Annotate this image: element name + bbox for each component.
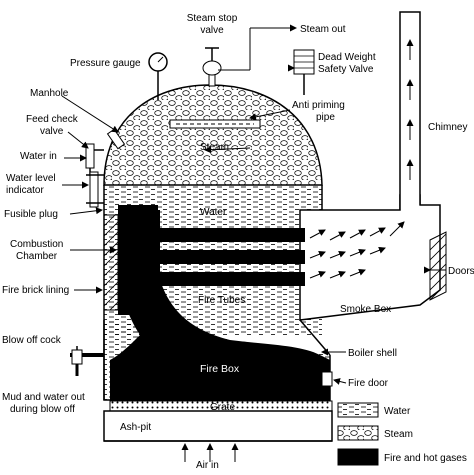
label-doors: Doors: [448, 266, 474, 277]
fire-box: [110, 205, 330, 400]
label-anti-priming-1: Anti priming: [292, 100, 345, 111]
label-water: Water: [200, 207, 227, 218]
label-pressure-gauge: Pressure gauge: [70, 58, 141, 69]
legend: Water Steam Fire and hot gases: [337, 402, 467, 466]
hot-gas-arrows: [309, 221, 405, 279]
label-feed-check-1: Feed check: [26, 114, 79, 125]
label-manhole: Manhole: [30, 88, 69, 99]
label-feed-check-2: valve: [40, 126, 64, 137]
label-mud-2: during blow off: [10, 404, 75, 415]
label-steam-stop-valve-1: Steam stop: [187, 13, 238, 24]
label-air-in: Air in: [196, 460, 219, 471]
label-combustion-2: Chamber: [16, 251, 58, 262]
feed-check-valve: [85, 143, 104, 176]
dead-weight-safety-valve: [293, 49, 315, 95]
label-steam: Steam: [200, 142, 229, 153]
legend-water-swatch: [337, 402, 379, 418]
label-boiler-shell: Boiler shell: [348, 348, 397, 359]
smoke-box-doors: [429, 231, 447, 301]
legend-fire-swatch: [337, 448, 379, 466]
manhole: [106, 128, 126, 150]
chimney: [399, 11, 421, 210]
leader-lines: [61, 64, 446, 385]
label-blow-off: Blow off cock: [2, 335, 62, 346]
legend-fire-label: Fire and hot gases: [384, 453, 467, 464]
blow-off-cock: [70, 346, 104, 376]
fire-door: [321, 371, 333, 387]
label-water-level-2: indicator: [6, 185, 44, 196]
anti-priming-pipe: [169, 119, 261, 129]
label-dead-weight-1: Dead Weight: [318, 52, 376, 63]
label-fire-door: Fire door: [348, 378, 389, 389]
label-combustion-1: Combustion: [10, 239, 63, 250]
label-water-level-1: Water level: [6, 173, 56, 184]
label-fire-box: Fire Box: [200, 363, 240, 375]
legend-steam-swatch: [337, 425, 379, 441]
fire-brick-lining: [103, 214, 119, 311]
legend-steam-label: Steam: [384, 429, 413, 440]
label-grate: Grate: [210, 402, 235, 413]
label-ash-pit: Ash-pit: [120, 422, 151, 433]
label-steam-out: Steam out: [300, 24, 346, 35]
label-steam-stop-valve-2: valve: [200, 25, 224, 36]
label-chimney: Chimney: [428, 122, 467, 133]
air-in-arrows: [181, 443, 239, 462]
labels: Steam stop valve Steam out Pressure gaug…: [2, 13, 474, 471]
label-fusible-plug: Fusible plug: [4, 209, 58, 220]
label-smoke-box: Smoke Box: [340, 304, 391, 315]
legend-water-label: Water: [384, 406, 411, 417]
pressure-gauge: [148, 52, 168, 100]
label-fire-tubes: Fire Tubes: [198, 295, 245, 306]
label-mud-1: Mud and water out: [2, 392, 85, 403]
label-water-in: Water in: [20, 151, 57, 162]
ash-pit: [103, 410, 333, 442]
label-dead-weight-2: Safety Valve: [318, 64, 374, 75]
water-level-indicator: [86, 171, 104, 208]
steam-stop-valve: [202, 24, 297, 87]
smoke-box: [299, 194, 441, 321]
label-fire-brick: Fire brick lining: [2, 285, 69, 296]
label-anti-priming-2: pipe: [316, 112, 335, 123]
